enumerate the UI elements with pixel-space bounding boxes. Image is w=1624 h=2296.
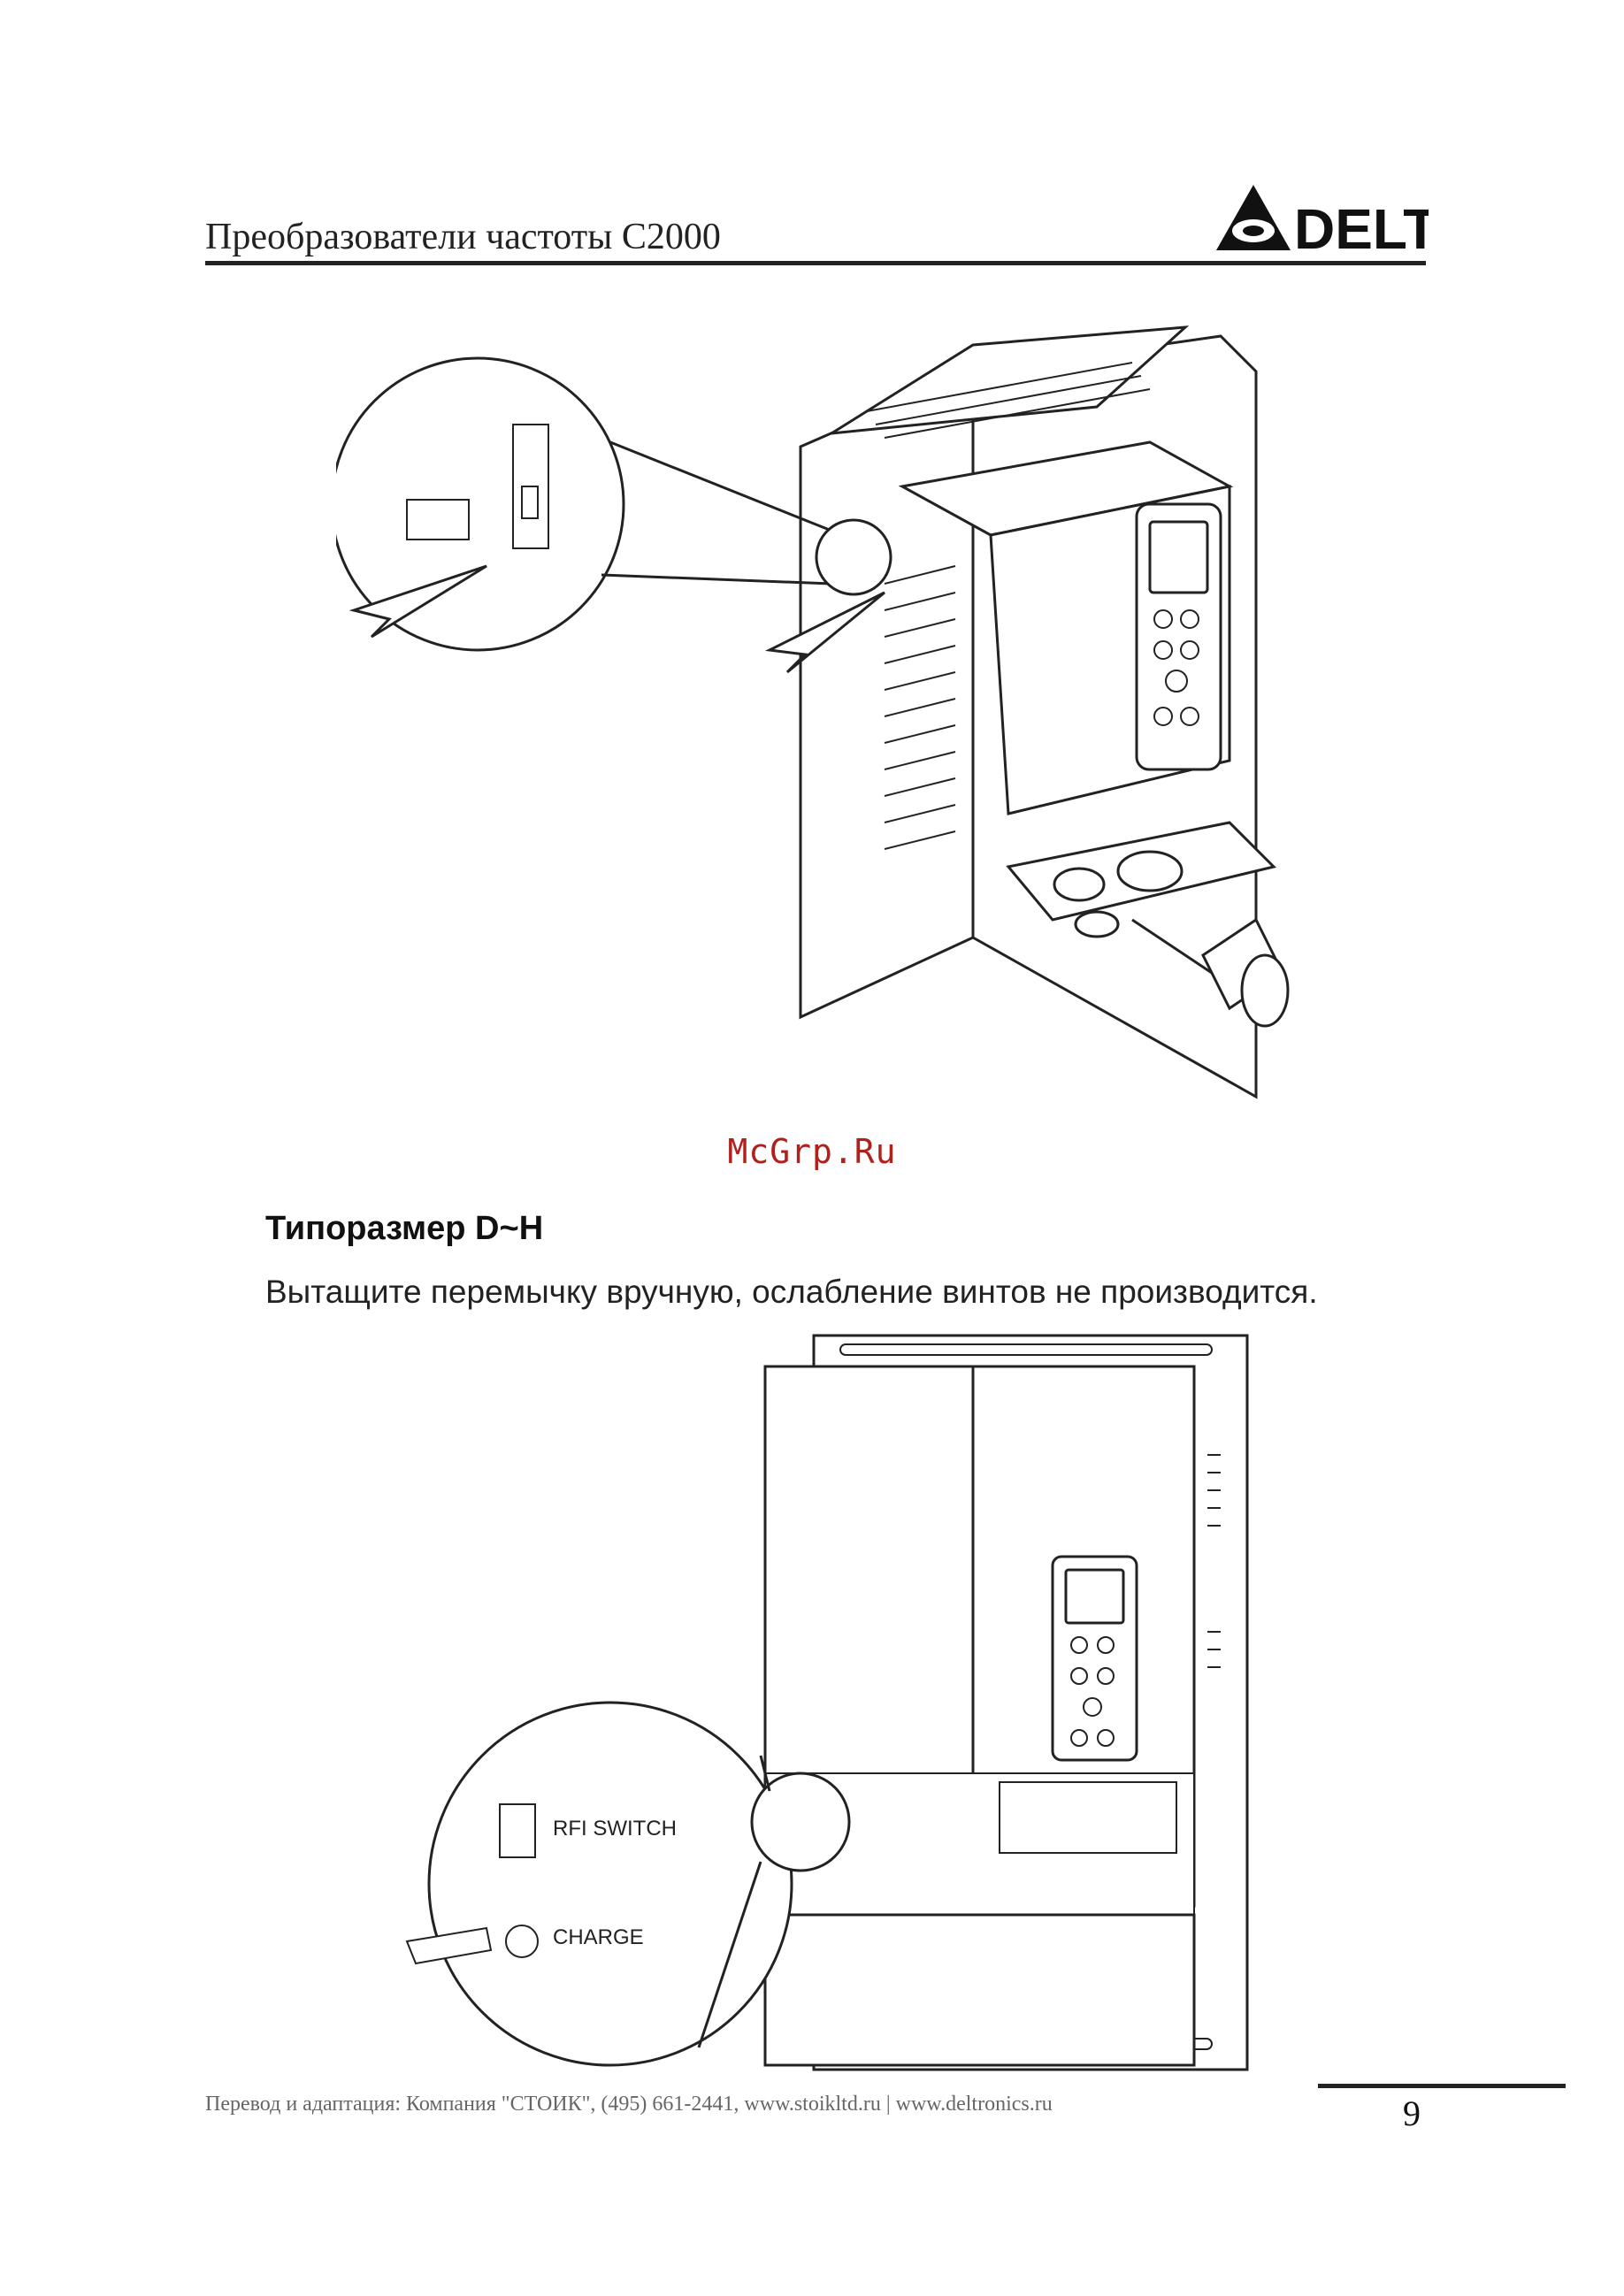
- section-body-text: Вытащите перемычку вручную, ослабление в…: [265, 1274, 1318, 1311]
- figure-drive-frame-ac: [336, 301, 1291, 1159]
- page-number: 9: [1403, 2093, 1421, 2134]
- section-title: Типоразмер D~H: [265, 1210, 543, 1248]
- page-header-title: Преобразователи частоты С2000: [205, 216, 721, 258]
- brand-text: DELTA: [1294, 197, 1429, 254]
- watermark-text: McGrp.Ru: [0, 1132, 1624, 1171]
- rfi-switch-label: RFI SWITCH: [553, 1817, 677, 1841]
- charge-label: CHARGE: [553, 1925, 644, 1949]
- figure-drive-frame-dh: RFI SWITCH CHARGE: [380, 1331, 1265, 2083]
- delta-logo-icon: DELTA: [1216, 181, 1429, 254]
- header-rule: [205, 261, 1426, 265]
- footer-rule: [1318, 2084, 1566, 2088]
- footer-credits: Перевод и адаптация: Компания "СТОИК", (…: [205, 2093, 1053, 2116]
